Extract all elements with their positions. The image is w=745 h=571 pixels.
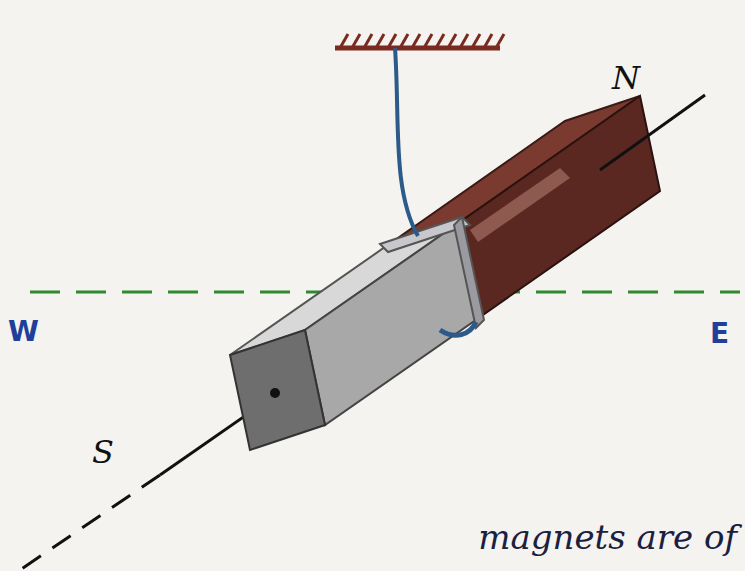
south-side-face (305, 222, 480, 425)
axis-line (600, 95, 705, 170)
highlight (470, 168, 570, 242)
axis-extension (20, 475, 160, 570)
axis-end (270, 388, 280, 398)
collar (454, 217, 484, 328)
thread-loop (440, 322, 476, 335)
pole-label: S (92, 436, 114, 468)
handwritten-note: magnets are of (478, 520, 737, 554)
thread (395, 48, 418, 236)
ceiling-hatch (340, 34, 504, 48)
direction-label: W (8, 318, 39, 346)
north-side-face (460, 96, 660, 317)
ceiling (335, 46, 500, 51)
south-end-face (230, 330, 325, 450)
direction-label: E (710, 320, 729, 348)
pole-label: N (612, 62, 640, 94)
